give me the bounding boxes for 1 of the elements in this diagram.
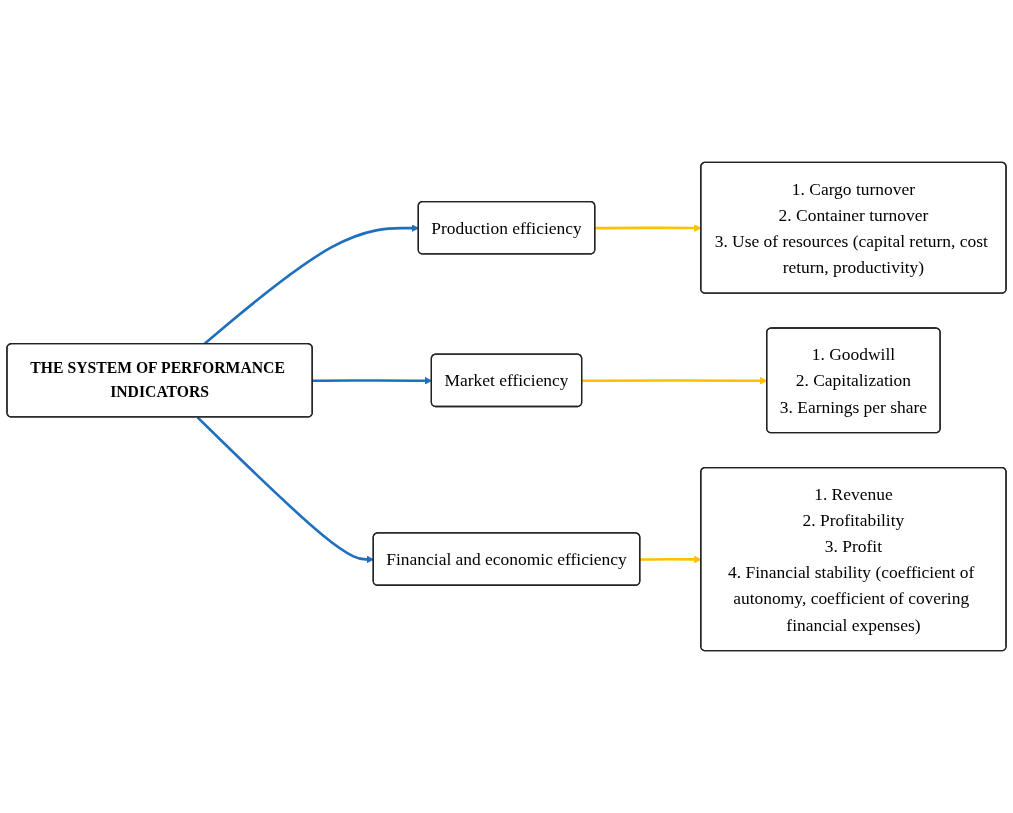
arrow: [196, 416, 374, 564]
